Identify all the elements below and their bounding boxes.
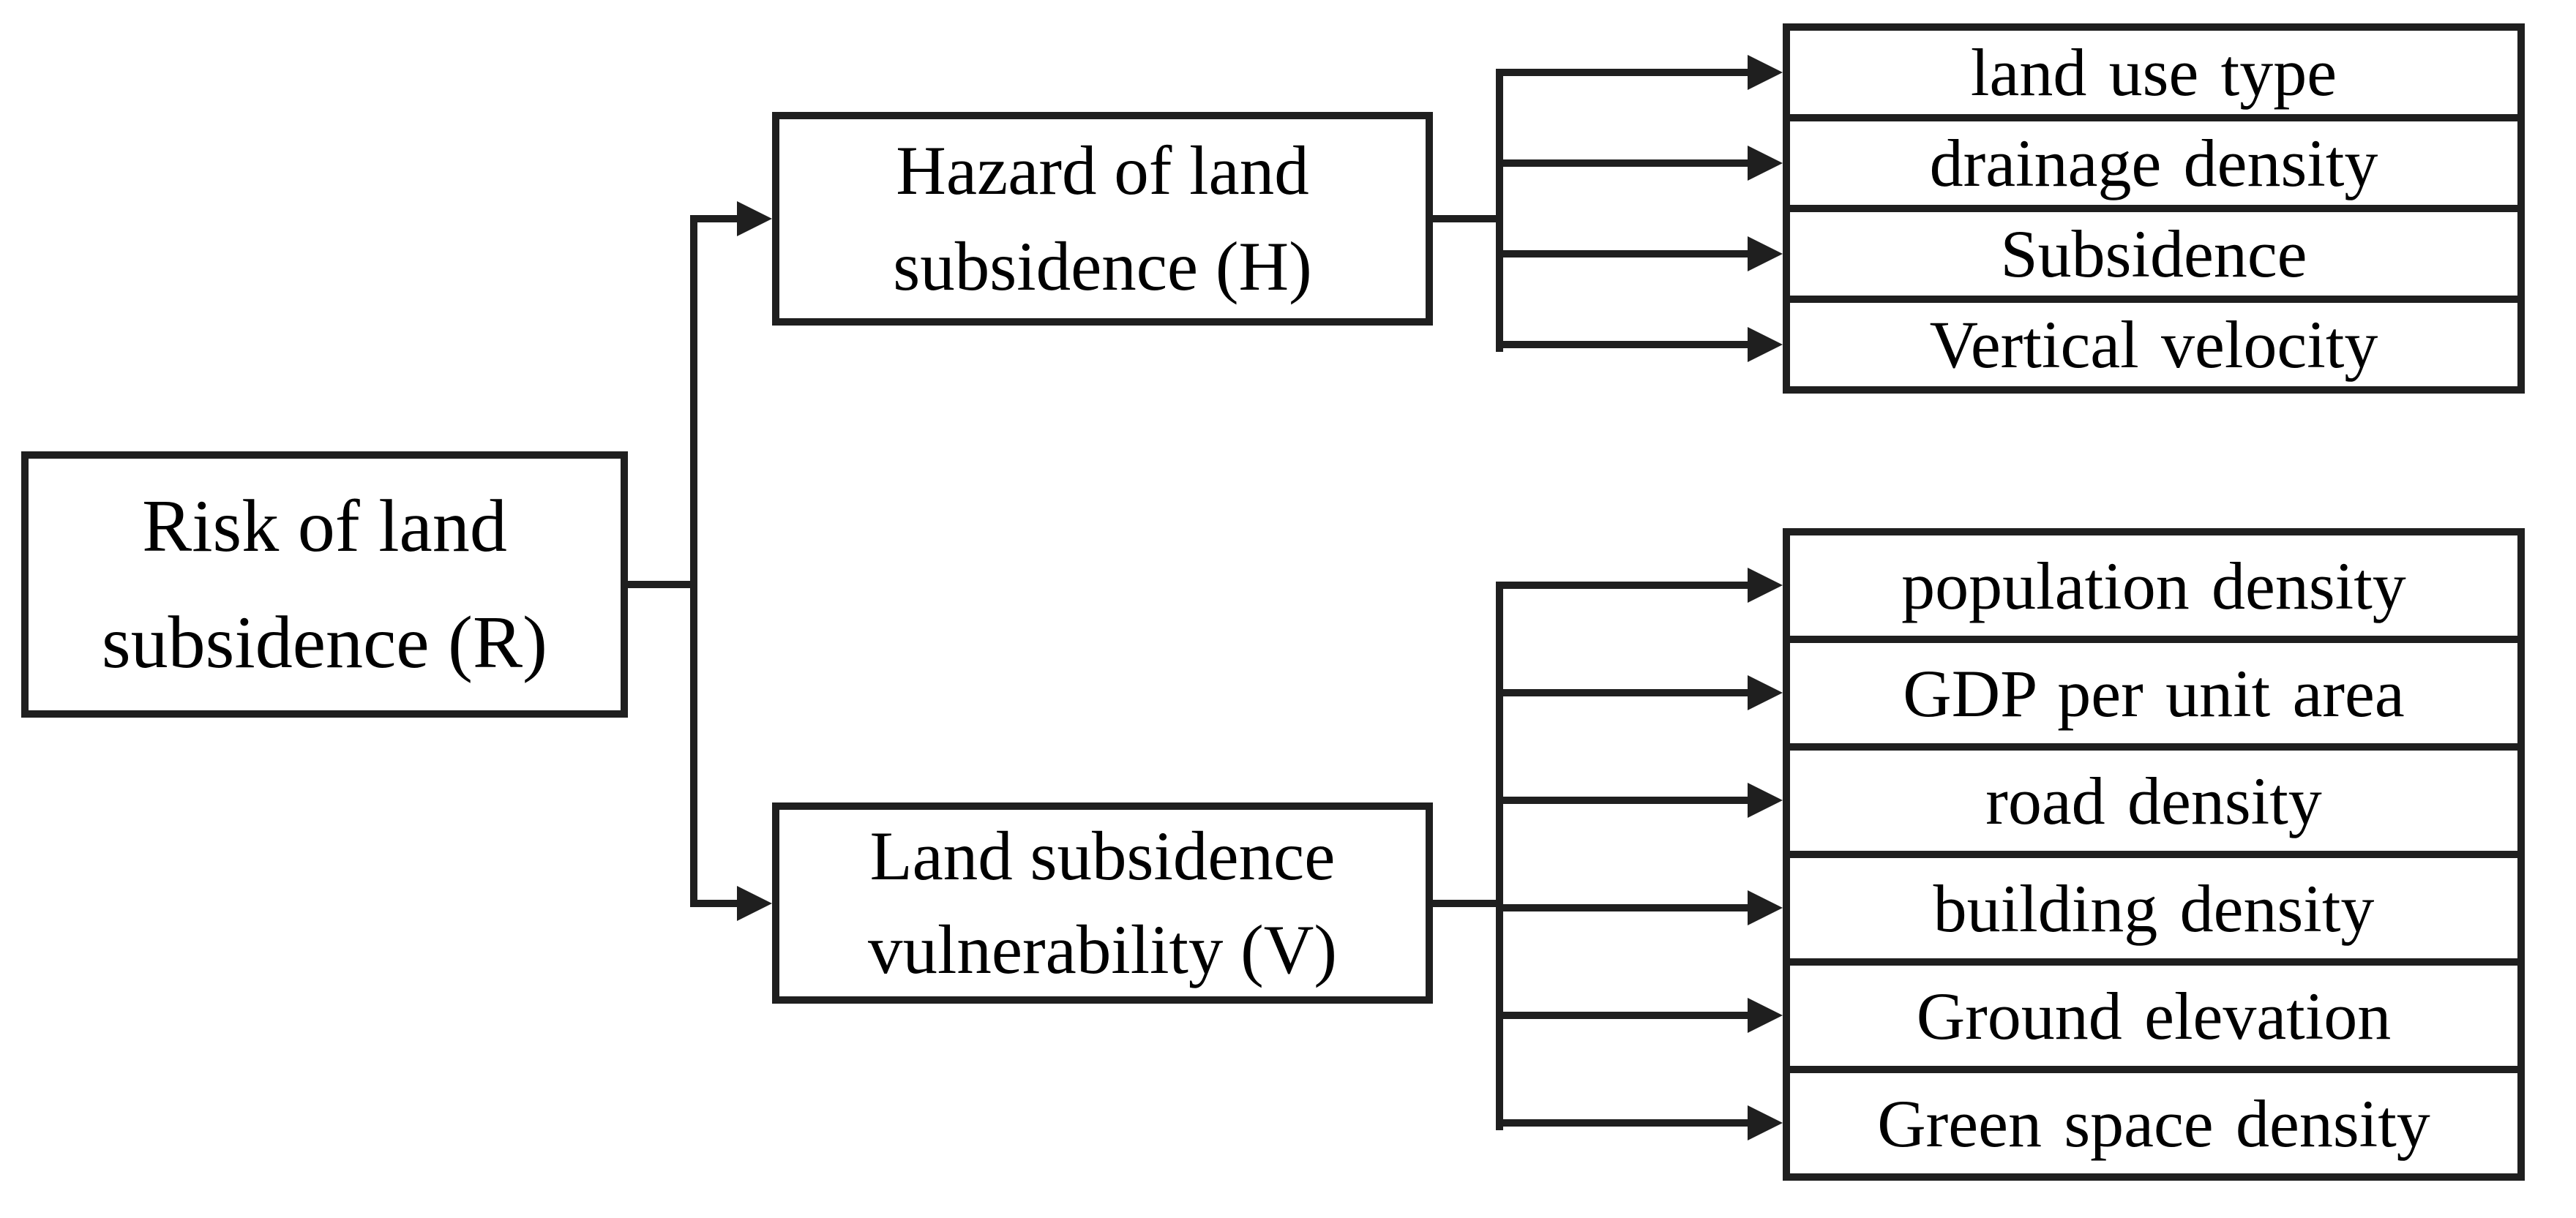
leaf-label: Green space density — [1877, 1086, 2430, 1161]
leaf-label: road density — [1985, 763, 2322, 838]
root-label: Risk of land subsidence (R) — [101, 484, 547, 684]
leaf-label: Ground elevation — [1916, 978, 2392, 1053]
connector-line-drainage-density — [1496, 159, 1749, 167]
leaf-label: GDP per unit area — [1903, 655, 2405, 731]
connector-line-land-use-type — [1496, 69, 1749, 76]
arrowhead-building-density — [1748, 890, 1783, 925]
connector-line-gdp-per-unit-area — [1496, 689, 1749, 696]
connector-trunk-vulnerability — [1496, 582, 1503, 1130]
connector-line-to-hazard — [690, 215, 741, 222]
leaf-road-density: road density — [1783, 743, 2525, 858]
connector-line-ground-elevation — [1496, 1012, 1749, 1019]
leaf-label: Subsidence — [2000, 217, 2307, 291]
arrowhead-gdp-per-unit-area — [1748, 675, 1783, 710]
leaf-label: Vertical velocity — [1929, 307, 2378, 382]
connector-line-building-density — [1496, 904, 1749, 911]
leaf-subsidence: Subsidence — [1783, 205, 2525, 303]
connector-line-road-density — [1496, 797, 1749, 804]
root-box-risk: Risk of land subsidence (R) — [21, 451, 628, 718]
connector-line-population-density — [1496, 582, 1749, 589]
leaf-gdp-per-unit-area: GDP per unit area — [1783, 636, 2525, 751]
leaf-group-hazard: land use type drainage density Subsidenc… — [1783, 23, 2525, 394]
branch-vulnerability-label: Land subsidence vulnerability (V) — [867, 817, 1338, 988]
arrowhead-to-hazard — [737, 201, 772, 236]
leaf-ground-elevation: Ground elevation — [1783, 958, 2525, 1073]
branch-box-hazard: Hazard of land subsidence (H) — [772, 112, 1433, 326]
leaf-population-density: population density — [1783, 528, 2525, 643]
arrowhead-green-space-density — [1748, 1105, 1783, 1140]
arrowhead-drainage-density — [1748, 146, 1783, 181]
connector-trunk-root — [690, 215, 697, 907]
connector-trunk-hazard — [1496, 69, 1503, 352]
connector-line-vertical-velocity — [1496, 341, 1749, 348]
connector-root-stub — [628, 581, 697, 588]
arrowhead-road-density — [1748, 783, 1783, 818]
leaf-drainage-density: drainage density — [1783, 114, 2525, 212]
connector-line-green-space-density — [1496, 1119, 1749, 1127]
branch-box-vulnerability: Land subsidence vulnerability (V) — [772, 802, 1433, 1004]
leaf-label: population density — [1901, 548, 2406, 623]
leaf-green-space-density: Green space density — [1783, 1066, 2525, 1181]
leaf-land-use-type: land use type — [1783, 23, 2525, 121]
branch-hazard-label: Hazard of land subsidence (H) — [893, 131, 1312, 305]
arrowhead-to-vulnerability — [737, 886, 772, 921]
leaf-label: drainage density — [1929, 126, 2378, 200]
arrowhead-ground-elevation — [1748, 998, 1783, 1033]
arrowhead-subsidence — [1748, 236, 1783, 271]
connector-line-to-vulnerability — [690, 900, 741, 907]
leaf-group-vulnerability: population density GDP per unit area roa… — [1783, 528, 2525, 1181]
leaf-label: land use type — [1970, 35, 2337, 110]
connector-line-subsidence — [1496, 250, 1749, 257]
connector-hazard-stub — [1433, 215, 1503, 222]
arrowhead-land-use-type — [1748, 55, 1783, 90]
leaf-vertical-velocity: Vertical velocity — [1783, 296, 2525, 394]
leaf-building-density: building density — [1783, 851, 2525, 966]
arrowhead-population-density — [1748, 568, 1783, 603]
arrowhead-vertical-velocity — [1748, 327, 1783, 362]
leaf-label: building density — [1933, 871, 2375, 946]
connector-vulnerability-stub — [1433, 900, 1503, 907]
